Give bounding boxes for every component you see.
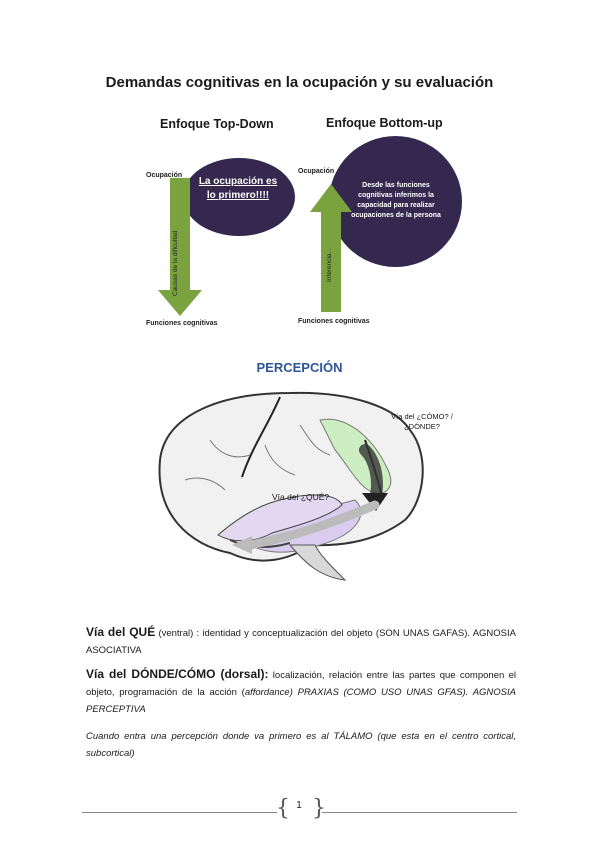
footer-line-left bbox=[82, 812, 277, 813]
bottom-up-arrow bbox=[310, 184, 352, 312]
top-down-ocupacion-label: Ocupación bbox=[146, 172, 183, 179]
bottom-up-heading: Enfoque Bottom-up bbox=[326, 116, 443, 130]
document-title: Demandas cognitivas en la ocupación y su… bbox=[105, 74, 494, 91]
paragraph-talamo: Cuando entra una percepción donde va pri… bbox=[86, 731, 516, 759]
bottom-up-bubble bbox=[329, 136, 462, 267]
top-down-bubble-text: La ocupación es lo primero!!!! bbox=[198, 176, 278, 201]
paragraph-ventral-title: Vía del QUÉ bbox=[86, 625, 156, 639]
dorsal-pathway-label: Vía del ¿CÓMO? /¿DÓNDE? bbox=[391, 412, 453, 431]
top-down-funciones-label: Funciones cognitivas bbox=[146, 320, 218, 327]
bottom-up-funciones-label: Funciones cognitivas bbox=[298, 318, 370, 325]
bottom-up-ocupacion-label: Ocupación bbox=[298, 168, 335, 175]
bottom-up-arrow-label: Inferencia… bbox=[326, 246, 333, 282]
top-down-bubble bbox=[183, 158, 295, 236]
bottom-up-bubble-text: Desde las funciones cognitivas inferimos… bbox=[351, 182, 441, 219]
ventral-pathway-label: Vía del ¿QUÉ? bbox=[272, 492, 330, 502]
paragraph-ventral-text: : identidad y conceptualización del obje… bbox=[86, 628, 516, 656]
paragraph-ventral: Vía del QUÉ (ventral) : identidad y conc… bbox=[86, 624, 516, 659]
paragraph-dorsal-italic-affordance: affordance bbox=[244, 687, 290, 698]
footer-brace-right: } bbox=[312, 796, 326, 821]
page-number: 1 bbox=[296, 800, 302, 811]
paragraph-dorsal-text: localización, relación entre las partes … bbox=[86, 670, 516, 698]
paragraph-dorsal: Vía del DÓNDE/CÓMO (dorsal): localizació… bbox=[86, 666, 516, 718]
top-down-heading: Enfoque Top-Down bbox=[160, 117, 274, 131]
top-down-arrow-label: Causas de la dificultad bbox=[172, 230, 179, 296]
paragraph-dorsal-title: Vía del DÓNDE/CÓMO (dorsal): bbox=[86, 667, 269, 681]
footer-brace-left: { bbox=[276, 796, 290, 821]
brain-illustration bbox=[158, 391, 424, 581]
top-down-arrow bbox=[158, 178, 202, 316]
paragraph-dorsal-italic-text: ) PRAXIAS (COMO USO UNAS GFAS). AGNOSIA … bbox=[86, 687, 516, 715]
footer-line-right bbox=[322, 812, 517, 813]
paragraph-ventral-paren: (ventral) bbox=[158, 628, 194, 639]
section-heading: PERCEPCIÓN bbox=[256, 360, 343, 375]
